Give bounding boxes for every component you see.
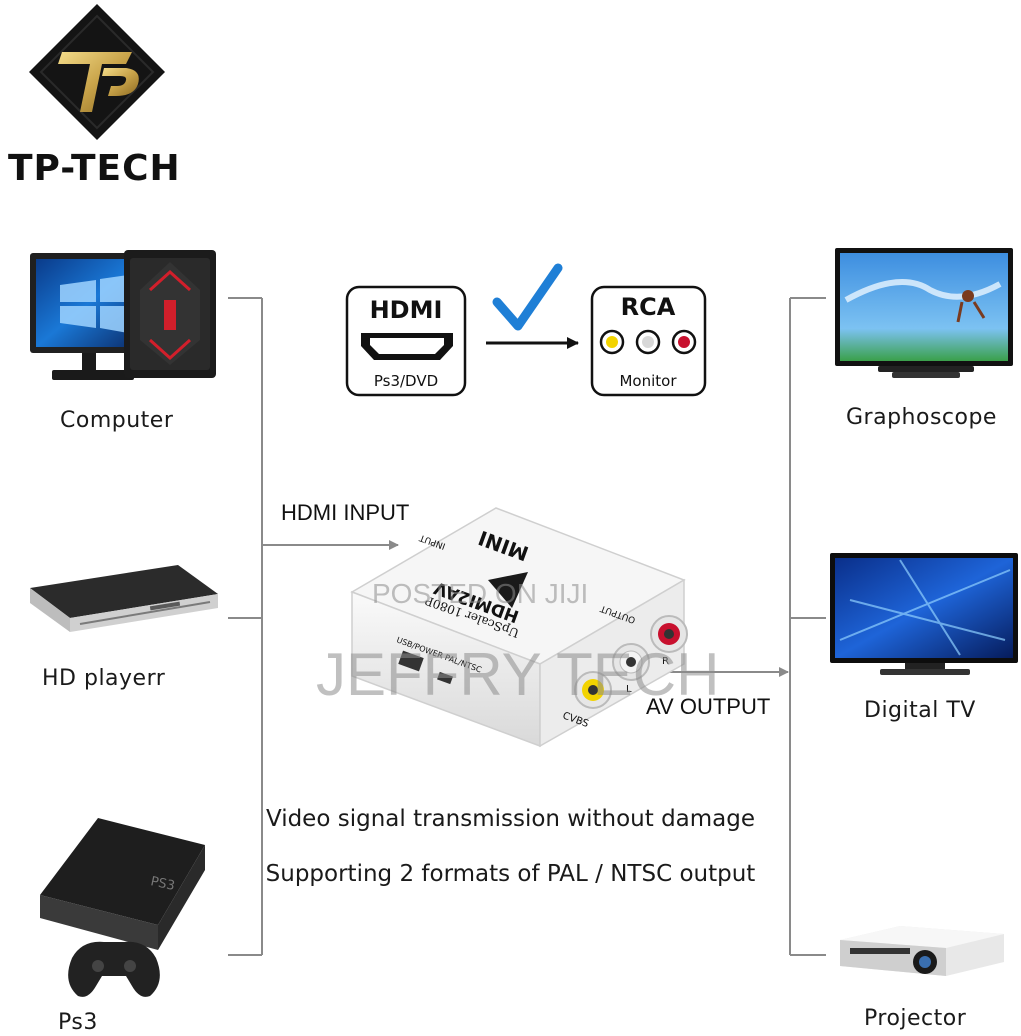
digital-tv-icon <box>830 553 1018 675</box>
caption-line-1: Video signal transmission without damage <box>0 806 1021 832</box>
device-label-graphoscope: Graphoscope <box>846 405 997 430</box>
brand-logo <box>29 4 165 140</box>
check-icon <box>497 268 558 326</box>
rca-title: RCA <box>621 293 676 321</box>
device-label-hd-player: HD playerr <box>42 666 165 691</box>
computer-icon <box>30 250 216 380</box>
watermark-line-1: POSTED ON JIJI <box>372 578 588 610</box>
hdmi-title: HDMI <box>370 296 443 324</box>
ps3-console-icon: PS3 <box>40 818 205 997</box>
caption-line-2: Supporting 2 formats of PAL / NTSC outpu… <box>0 861 1021 887</box>
hdmi-input-label: HDMI INPUT <box>281 500 409 526</box>
watermark-line-2: JEFFRY TECH <box>316 640 719 709</box>
projector-icon <box>840 926 1004 976</box>
brand-name: TP-TECH <box>8 148 181 189</box>
device-label-projector: Projector <box>864 1006 966 1031</box>
device-label-digital-tv: Digital TV <box>864 698 976 723</box>
hdmi-subtitle: Ps3/DVD <box>374 372 438 390</box>
device-label-ps3: Ps3 <box>58 1010 98 1035</box>
rca-subtitle: Monitor <box>619 372 677 390</box>
tv-icon <box>835 248 1013 378</box>
device-label-computer: Computer <box>60 408 173 433</box>
hd-player-icon <box>30 565 218 632</box>
